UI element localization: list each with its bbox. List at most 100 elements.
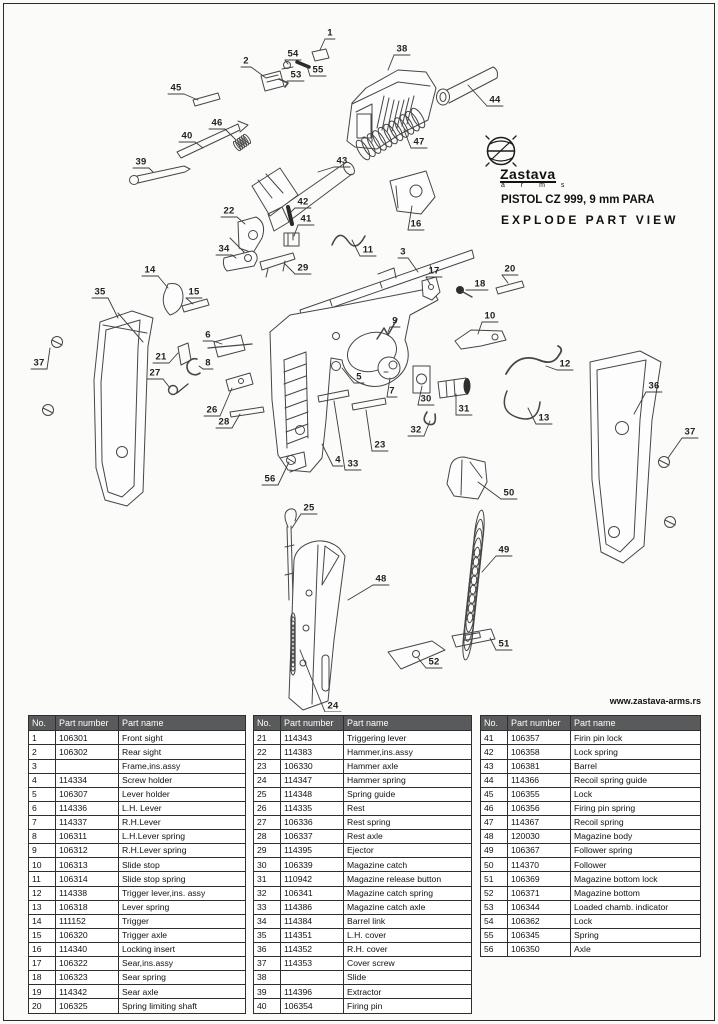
table-cell: 114338: [55, 885, 119, 901]
column-header: Part name: [343, 714, 472, 732]
callout-48: 48: [375, 573, 387, 585]
table-cell: Follower spring: [570, 843, 701, 859]
table-cell: L.H. Lever: [118, 800, 246, 817]
table-cell: 42: [480, 744, 508, 760]
table-cell: Hammer spring: [343, 772, 472, 788]
table-cell: 106371: [507, 885, 571, 901]
table-cell: Lock spring: [570, 744, 701, 760]
callout-37: 37: [33, 357, 45, 369]
callout-27: 27: [149, 367, 161, 379]
magazine-body-part: [288, 540, 346, 711]
table-cell: 106339: [280, 857, 344, 873]
table-cell: Sear spring: [118, 970, 246, 986]
magazine-bottom-lock-part: [451, 628, 496, 648]
callout-36: 36: [648, 380, 660, 392]
column-header: No.: [28, 714, 56, 732]
callout-53: 53: [290, 69, 302, 81]
magazine-catch-spring-part: [423, 411, 437, 426]
lock-54-part: [281, 61, 294, 70]
table-cell: Lever holder: [118, 786, 246, 802]
table-cell: Recoil spring guide: [570, 772, 701, 788]
callout-10: 10: [484, 310, 496, 322]
table-cell: 34: [253, 913, 281, 929]
front-sight-part: [311, 48, 330, 62]
table-cell: 106345: [507, 927, 571, 943]
table-cell: 114343: [280, 730, 344, 746]
barrel-part: [251, 161, 355, 232]
table-cell: Firing pin: [343, 998, 472, 1014]
table-cell: Barrel: [570, 758, 701, 774]
chamber-indicator-part: [278, 78, 289, 88]
table-cell: 20: [28, 998, 56, 1014]
table-cell: 45: [480, 786, 508, 802]
callout-32: 32: [410, 424, 422, 436]
table-cell: 52: [480, 885, 508, 901]
rest-part: [225, 372, 254, 392]
left-grip-part: [93, 310, 154, 507]
table-cell: 23: [253, 758, 281, 774]
callout-3: 3: [400, 246, 406, 258]
table-cell: 14: [28, 913, 56, 929]
table-cell: 106302: [55, 744, 119, 760]
table-cell: L.H.Lever spring: [118, 829, 246, 845]
rest-spring-part: [167, 383, 189, 396]
table-cell: 25: [253, 786, 281, 802]
table-cell: 21: [253, 730, 281, 746]
table-cell: 4: [28, 772, 56, 788]
table-cell: 114337: [55, 814, 119, 831]
spring-coils: [232, 107, 485, 676]
callout-39: 39: [135, 156, 147, 168]
lh-lever-part: [207, 334, 253, 358]
table-cell: 106320: [55, 927, 119, 943]
brand-subtitle: a r m s: [501, 182, 572, 189]
table-cell: 55: [480, 927, 508, 943]
callout-54: 54: [287, 48, 299, 60]
table-cell: [280, 970, 344, 986]
callout-18: 18: [474, 278, 486, 290]
callout-11: 11: [362, 244, 374, 256]
column-header: Part name: [118, 714, 246, 732]
firing-pin-part: [176, 120, 249, 159]
callout-5: 5: [356, 371, 362, 383]
table-cell: 29: [253, 843, 281, 859]
callout-26: 26: [206, 404, 218, 416]
table-cell: 106313: [55, 857, 119, 873]
rest-axle-part: [229, 406, 265, 418]
table-cell: 18: [28, 970, 56, 986]
table-cell: Magazine release button: [343, 871, 472, 887]
callout-20: 20: [504, 263, 516, 275]
table-cell: R.H.Lever: [118, 814, 246, 831]
table-cell: 114336: [55, 800, 119, 817]
table-cell: 48: [480, 829, 508, 845]
table-cell: 106350: [507, 941, 571, 958]
callout-56: 56: [264, 473, 276, 485]
table-cell: Slide: [343, 970, 472, 986]
callout-14: 14: [144, 264, 156, 276]
table-cell: 106301: [55, 730, 119, 746]
callout-51: 51: [498, 638, 510, 650]
table-cell: 114352: [280, 941, 344, 958]
lever-spring-8-part: [186, 357, 201, 376]
table-cell: Recoil spring: [570, 814, 701, 831]
table-cell: Lever spring: [118, 899, 246, 915]
table-cell: 106311: [55, 829, 119, 845]
lever-holder-part: [331, 361, 341, 371]
table-cell: Frame,ins.assy: [118, 758, 246, 774]
table-cell: 3: [28, 758, 56, 774]
